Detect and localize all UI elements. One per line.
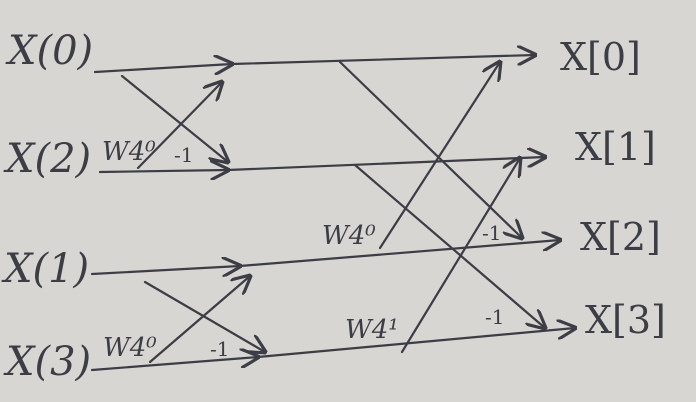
s1-bottom-cross-up xyxy=(148,276,250,364)
rail-2-stage2 xyxy=(238,240,560,268)
twiddle-s2-k0: W4⁰ xyxy=(322,221,376,251)
output-X0: X[0] xyxy=(560,35,641,79)
input-x2: X(2) xyxy=(3,136,91,182)
s1-top-cross-up xyxy=(136,82,222,170)
rail-1-stage2 xyxy=(226,157,545,172)
output-X3: X[3] xyxy=(585,298,666,342)
s2-2-to-0 xyxy=(378,62,500,250)
s2-1-to-3 xyxy=(353,163,545,328)
s2-0-to-2 xyxy=(338,60,522,238)
rail-0-stage2 xyxy=(230,55,535,64)
neg-s1-top: -1 xyxy=(174,143,193,167)
neg-s2-k0: -1 xyxy=(482,221,501,245)
s1-bottom-cross-down xyxy=(143,280,265,352)
rail-2-stage1 xyxy=(90,266,240,274)
twiddle-s2-k1: W4¹ xyxy=(345,315,399,345)
rail-0-stage1 xyxy=(93,64,232,72)
s2-3-to-1 xyxy=(400,158,520,354)
twiddle-s1-bottom: W4⁰ xyxy=(103,333,157,363)
output-X1: X[1] xyxy=(575,125,656,169)
input-x0: X(0) xyxy=(5,28,93,74)
rail-1-stage1 xyxy=(98,170,228,172)
neg-s1-bottom: -1 xyxy=(210,337,229,361)
rail-3-stage2 xyxy=(256,328,575,359)
s1-top-cross-down xyxy=(120,74,228,162)
twiddle-s1-top: W4⁰ xyxy=(102,137,156,167)
input-x3: X(3) xyxy=(3,339,91,385)
neg-s2-k1: -1 xyxy=(485,305,504,329)
rail-3-stage1 xyxy=(90,357,258,372)
input-x1: X(1) xyxy=(1,246,89,292)
output-X2: X[2] xyxy=(580,215,661,259)
